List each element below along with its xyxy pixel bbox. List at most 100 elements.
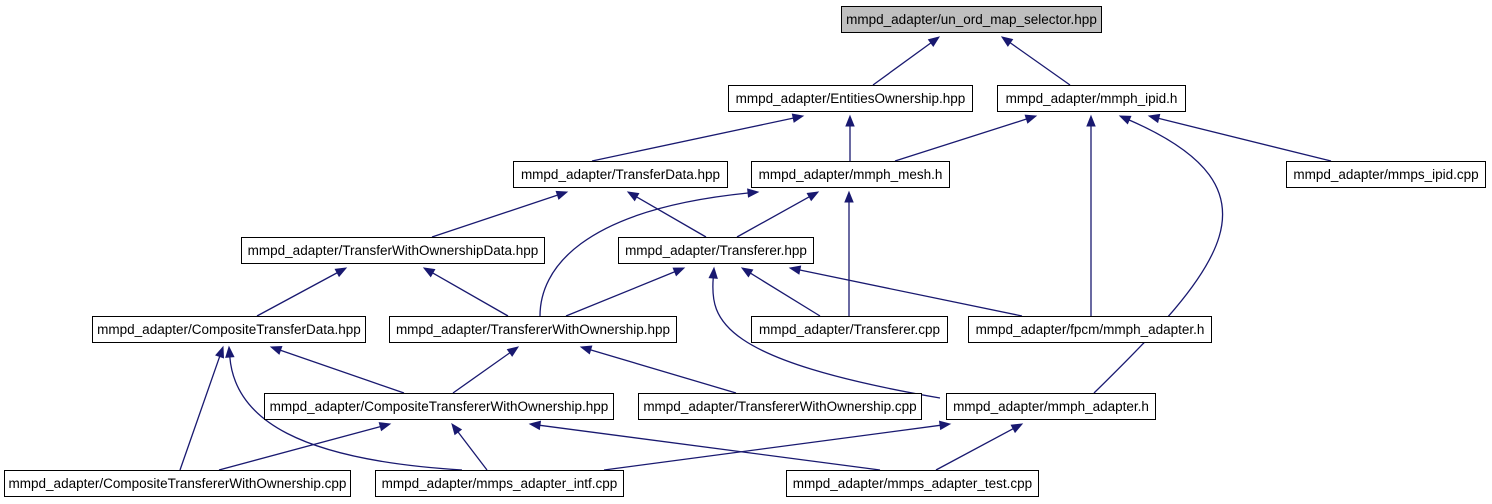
node-transfer-data-hpp[interactable]: mmpd_adapter/TransferData.hpp (513, 161, 728, 188)
edge-line (736, 196, 810, 238)
arrowhead-icon (225, 345, 235, 358)
node-composite-transferer-with-ownership-hpp[interactable]: mmpd_adapter/CompositeTransfererWithOwne… (264, 393, 614, 420)
arrowhead-icon (422, 267, 436, 278)
arrowhead-icon (740, 267, 754, 278)
edge-mmph-mesh-h-to-entities-ownership-hpp (845, 114, 855, 161)
arrowhead-icon (791, 113, 805, 123)
node-entities-ownership-hpp[interactable]: mmpd_adapter/EntitiesOwnership.hpp (728, 85, 973, 112)
edge-transferer-cpp-to-mmph-mesh-h (844, 190, 854, 316)
arrowhead-icon (579, 345, 593, 355)
edge-transferer-with-ownership-hpp-to-mmph-mesh-h (539, 188, 760, 317)
node-transferer-with-ownership-hpp[interactable]: mmpd_adapter/TransfererWithOwnership.hpp (389, 316, 677, 343)
edge-transferer-with-ownership-hpp-to-transfer-with-ownership-data-hpp (422, 267, 509, 317)
node-composite-transferer-with-ownership-cpp[interactable]: mmpd_adapter/CompositeTransfererWithOwne… (4, 470, 351, 497)
node-mmps-adapter-intf-cpp[interactable]: mmpd_adapter/mmps_adapter_intf.cpp (375, 470, 624, 497)
edge-line (872, 42, 932, 86)
edge-transferer-cpp-to-transferer-hpp (740, 267, 821, 317)
edge-line (1009, 42, 1071, 86)
node-transferer-with-ownership-cpp[interactable]: mmpd_adapter/TransfererWithOwnership.cpp (638, 393, 922, 420)
edge-mmps-adapter-test-cpp-to-mmph-adapter-h (935, 423, 1024, 471)
arrowhead-icon (938, 420, 952, 431)
edge-transferer-with-ownership-cpp-to-transferer-with-ownership-hpp (579, 345, 737, 394)
node-mmph-mesh-h[interactable]: mmpd_adapter/mmph_mesh.h (751, 161, 950, 188)
arrowhead-icon (927, 36, 941, 48)
edge-line (229, 356, 463, 471)
node-transfer-with-ownership-data-hpp[interactable]: mmpd_adapter/TransferWithOwnershipData.h… (241, 237, 545, 264)
edge-mmph-adapter-h-to-transferer-hpp (708, 266, 941, 399)
edge-line (590, 349, 737, 394)
node-mmps-ipid-cpp[interactable]: mmpd_adapter/mmps_ipid.cpp (1286, 161, 1486, 188)
edge-transferer-hpp-to-transfer-data-hpp (626, 191, 707, 238)
edge-composite-transferer-with-ownership-hpp-to-transferer-with-ownership-hpp (452, 346, 520, 394)
arrowhead-icon (269, 345, 283, 355)
edge-line (452, 352, 511, 394)
arrowhead-icon (334, 267, 348, 278)
node-fpcm-mmph-adapter-h[interactable]: mmpd_adapter/fpcm/mmph_adapter.h (968, 316, 1212, 343)
arrowhead-icon (1000, 36, 1014, 47)
edge-composite-transferer-with-ownership-cpp-to-composite-transfer-data-hpp (179, 345, 225, 471)
arrowhead-icon (555, 190, 569, 200)
arrowhead-icon (1024, 114, 1038, 124)
arrowhead-icon (845, 114, 855, 127)
node-mmps-adapter-test-cpp[interactable]: mmpd_adapter/mmps_adapter_test.cpp (786, 470, 1039, 497)
arrowhead-icon (215, 345, 225, 359)
edge-transferer-with-ownership-hpp-to-transferer-hpp (565, 267, 686, 317)
edge-mmps-adapter-intf-cpp-to-mmph-adapter-h (603, 420, 952, 471)
edge-line (432, 272, 509, 317)
edge-line (539, 424, 881, 471)
arrowhead-icon (451, 422, 463, 436)
arrowhead-icon (626, 191, 640, 202)
arrowhead-icon (672, 267, 686, 277)
edge-line (218, 425, 381, 471)
edge-transferer-hpp-to-mmph-mesh-h (736, 191, 820, 238)
edge-line (894, 118, 1027, 162)
arrowhead-icon (1086, 114, 1096, 127)
edge-mmph-mesh-h-to-mmph-ipid-h (894, 114, 1038, 162)
edge-mmps-ipid-cpp-to-mmph-ipid-h (1147, 113, 1332, 162)
edge-line (179, 356, 221, 471)
edge-mmps-adapter-intf-cpp-to-composite-transferer-with-ownership-hpp (451, 422, 488, 471)
node-transferer-hpp[interactable]: mmpd_adapter/Transferer.hpp (618, 237, 814, 264)
edge-line (431, 194, 558, 238)
edge-line (280, 349, 405, 394)
edge-line (565, 271, 675, 317)
edge-mmps-adapter-test-cpp-to-composite-transferer-with-ownership-hpp (528, 420, 881, 471)
edge-line (591, 117, 794, 162)
edge-transfer-data-hpp-to-entities-ownership-hpp (591, 113, 805, 162)
node-composite-transfer-data-hpp[interactable]: mmpd_adapter/CompositeTransferData.hpp (92, 316, 366, 343)
edge-mmps-adapter-intf-cpp-to-composite-transfer-data-hpp (225, 345, 463, 471)
node-mmph-adapter-h[interactable]: mmpd_adapter/mmph_adapter.h (946, 393, 1156, 420)
arrowhead-icon (378, 422, 392, 432)
edge-composite-transferer-with-ownership-hpp-to-composite-transfer-data-hpp (269, 345, 405, 394)
arrowhead-icon (747, 188, 760, 198)
edge-fpcm-mmph-adapter-h-to-mmph-ipid-h (1086, 114, 1096, 316)
edge-fpcm-mmph-adapter-h-to-transferer-hpp (788, 265, 1023, 317)
arrowhead-icon (788, 265, 802, 275)
arrowhead-icon (806, 191, 820, 202)
node-un-ord-map-selector-hpp[interactable]: mmpd_adapter/un_ord_map_selector.hpp (841, 6, 1102, 33)
edge-line (603, 424, 941, 471)
edge-line (256, 272, 338, 317)
edge-composite-transfer-data-hpp-to-transfer-with-ownership-data-hpp (256, 267, 348, 317)
arrowhead-icon (506, 346, 520, 357)
edge-line (539, 192, 749, 317)
edge-composite-transferer-with-ownership-cpp-to-composite-transferer-with-ownership-hpp (218, 422, 392, 471)
node-mmph-ipid-h[interactable]: mmpd_adapter/mmph_ipid.h (997, 85, 1186, 112)
arrowhead-icon (528, 420, 542, 431)
arrowhead-icon (1118, 115, 1132, 125)
edge-line (712, 277, 941, 399)
edge-line (636, 196, 707, 238)
edge-line (457, 431, 488, 471)
arrowhead-icon (708, 266, 718, 279)
edge-transfer-with-ownership-data-hpp-to-transfer-data-hpp (431, 190, 569, 238)
arrowhead-icon (844, 190, 854, 203)
node-transferer-cpp[interactable]: mmpd_adapter/Transferer.cpp (751, 316, 948, 343)
edge-mmph-ipid-h-to-un-ord-map-selector-hpp (1000, 36, 1071, 86)
edge-line (1158, 117, 1332, 162)
arrowhead-icon (1147, 113, 1161, 124)
edge-line (935, 428, 1014, 471)
edge-mmph-adapter-h-to-mmph-ipid-h (1093, 115, 1224, 394)
arrowhead-icon (1010, 423, 1024, 434)
